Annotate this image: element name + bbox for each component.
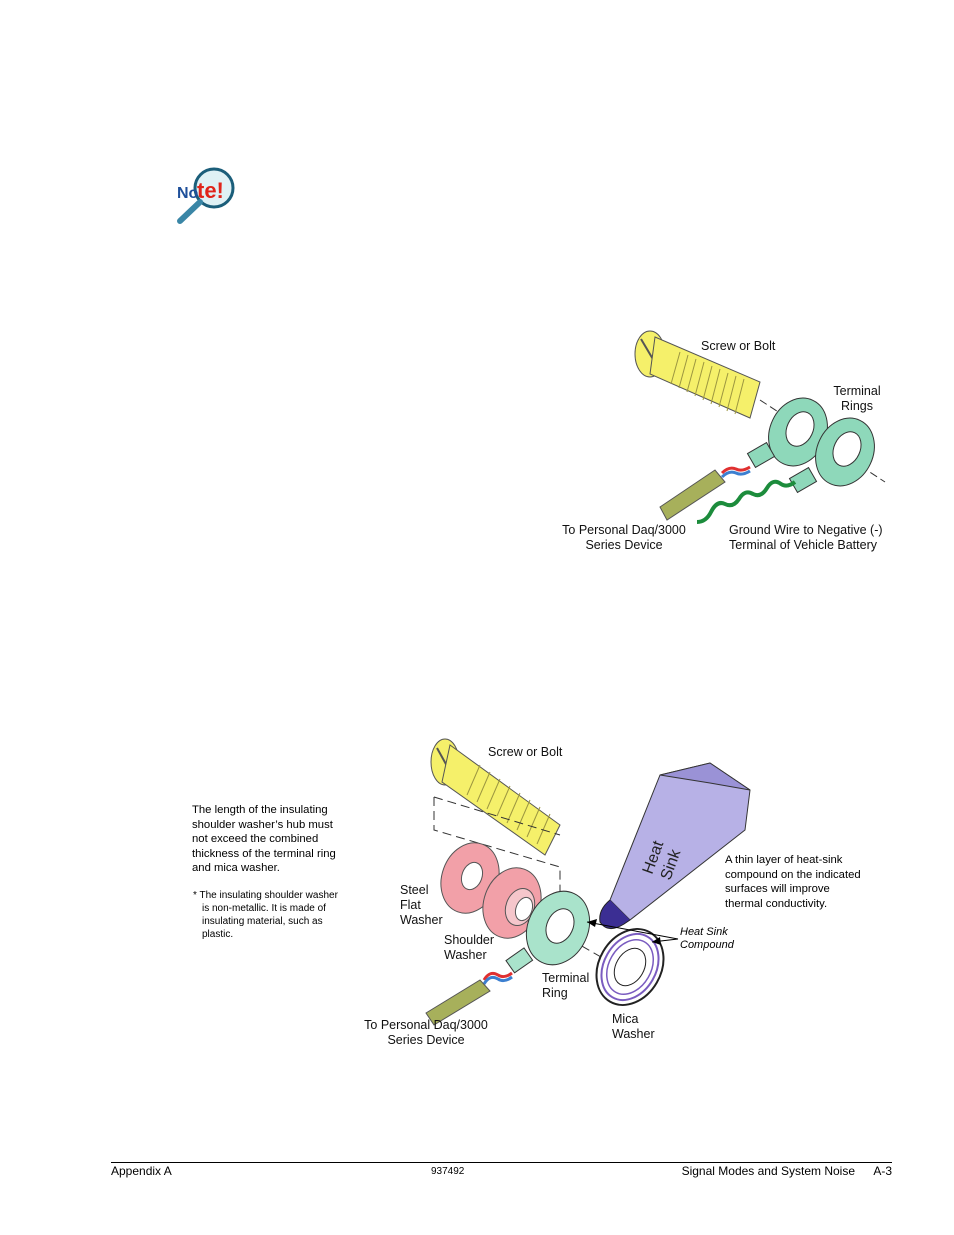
fig2-screw-shape — [430, 738, 561, 856]
figure-terminal-rings: Screw or Bolt Terminal Rings To Personal… — [555, 322, 895, 557]
hub-note-line: not exceed the combined — [192, 833, 319, 845]
heat-sink-compound-label: Heat Sink Compound — [680, 926, 734, 952]
heat-sink-note: A thin layer of heat-sink compound on th… — [725, 853, 885, 911]
heat-note-line: A thin layer of heat-sink — [725, 854, 843, 866]
fig2-screw-label: Screw or Bolt — [488, 745, 563, 759]
fig2-device-label: To Personal Daq/3000 Series Device — [356, 1018, 496, 1048]
footnote-line: plastic. — [202, 929, 234, 940]
figure-heat-sink-mounting: Heat Sink Screw or Bolt The length of th… — [190, 735, 890, 1055]
terminal-ring-2-shape — [788, 417, 875, 494]
terminal-ring-label: Terminal Ring — [542, 971, 589, 1001]
steel-washer-label-line: Flat — [400, 898, 421, 912]
footnote-line: insulating material, such as — [202, 916, 323, 927]
heat-note-line: thermal conductivity. — [725, 897, 828, 910]
footnote-line: is non-metallic. It is made of — [202, 903, 326, 914]
screw-shape — [634, 330, 761, 419]
hub-note-line: shoulder washer’s hub must — [192, 818, 333, 831]
heat-note-line: compound on the indicated — [725, 868, 861, 881]
fig2-device-label-line: To Personal Daq/3000 — [364, 1018, 488, 1032]
fig1-rings-label-line2: Rings — [841, 399, 873, 413]
steel-washer-label-line: Steel — [400, 883, 429, 897]
terminal-ring-label-line: Terminal — [542, 971, 590, 985]
fig2-device-label-line: Series Device — [387, 1033, 465, 1047]
footnote-line: * The insulating shoulder washer — [193, 890, 338, 901]
steel-washer-label-line: Washer — [400, 913, 443, 927]
compound-label-line: Heat Sink — [680, 926, 728, 938]
fig1-ground-label-line2: Terminal of Vehicle Battery — [729, 538, 877, 552]
hub-note: The length of the insulating shoulder wa… — [192, 803, 362, 876]
mica-washer-label-line: Washer — [612, 1027, 655, 1041]
insulating-footnote: * The insulating shoulder washer is non-… — [193, 889, 365, 941]
note-magnifier-icon: No te! — [177, 167, 235, 224]
footer-page-number: A-3 — [873, 1164, 892, 1178]
shoulder-washer-label: Shoulder Washer — [444, 933, 494, 963]
heat-note-line: surfaces will improve — [725, 883, 830, 895]
hub-note-line: The length of the insulating — [192, 804, 328, 816]
shoulder-washer-label-line: Washer — [444, 948, 487, 962]
mica-washer-label: Mica Washer — [612, 1012, 655, 1042]
shoulder-washer-label-line: Shoulder — [444, 933, 495, 947]
fig1-device-label-line2: Series Device — [585, 538, 663, 552]
fig1-screw-label: Screw or Bolt — [701, 339, 776, 353]
note-icon-letters: No — [177, 185, 199, 202]
note-icon-word: te! — [197, 178, 224, 203]
compound-label-line: Compound — [680, 939, 734, 951]
fig2-terminal-ring-shape — [505, 890, 591, 974]
footer-rule — [111, 1162, 892, 1163]
terminal-ring-1-shape — [746, 397, 828, 469]
terminal-rings-illustration — [634, 330, 886, 524]
footer-section-title: Signal Modes and System Noise — [681, 1164, 855, 1178]
heat-sink-tube-shape: Heat Sink — [599, 762, 751, 929]
fig1-device-label-line1: To Personal Daq/3000 — [562, 523, 686, 537]
steel-washer-label: Steel Flat Washer — [400, 883, 443, 928]
footer-doc-number: 937492 — [431, 1166, 465, 1177]
fig1-ground-label-line1: Ground Wire to Negative (-) — [729, 523, 883, 537]
heat-sink-mounting-illustration: Heat Sink — [425, 738, 751, 1026]
hub-note-line: thickness of the terminal ring — [192, 847, 336, 860]
terminal-ring-label-line: Ring — [542, 986, 568, 1000]
mica-washer-label-line: Mica — [612, 1012, 639, 1026]
fig1-rings-label-line1: Terminal — [833, 384, 881, 398]
footer-left: Appendix A — [111, 1164, 172, 1178]
hub-note-line: and mica washer. — [192, 862, 280, 874]
mica-washer-shape — [595, 928, 665, 1006]
